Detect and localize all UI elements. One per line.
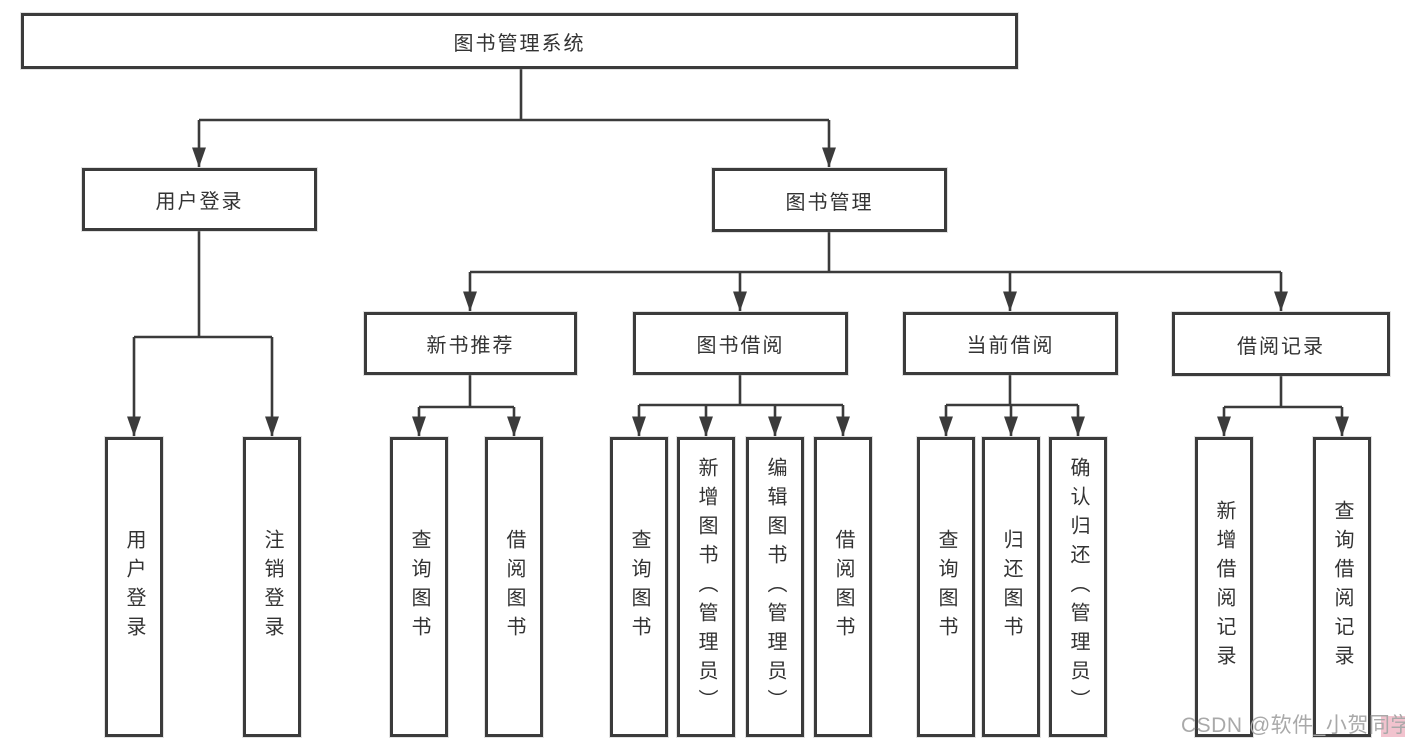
node-borrowing-records: 借阅记录 <box>1172 312 1390 376</box>
leaf-user-login: 用户登录 <box>105 437 163 737</box>
leaf-query-books-2: 查询图书 <box>610 437 668 737</box>
leaf-borrow-books-2: 借阅图书 <box>814 437 872 737</box>
leaf-edit-book-admin: 编辑图书（管理员） <box>746 437 804 737</box>
leaf-add-borrow-record: 新增借阅记录 <box>1195 437 1253 737</box>
watermark-accent <box>1381 716 1405 737</box>
watermark: CSDN @软件_小贺同学 <box>1181 711 1405 741</box>
leaf-confirm-return-admin: 确认归还（管理员） <box>1049 437 1107 737</box>
node-current-borrowing: 当前借阅 <box>903 312 1118 375</box>
node-book-borrowing: 图书借阅 <box>633 312 848 375</box>
node-book-management: 图书管理 <box>712 168 947 232</box>
leaf-borrow-books-1: 借阅图书 <box>485 437 543 737</box>
leaf-add-book-admin: 新增图书（管理员） <box>677 437 735 737</box>
node-library-management-system: 图书管理系统 <box>21 13 1018 69</box>
watermark-text: CSDN @软件_小贺同学 <box>1181 714 1405 737</box>
leaf-query-borrow-record: 查询借阅记录 <box>1313 437 1371 737</box>
leaf-logout: 注销登录 <box>243 437 301 737</box>
node-user-login: 用户登录 <box>82 168 317 231</box>
leaf-query-books-1: 查询图书 <box>390 437 448 737</box>
node-new-book-recommend: 新书推荐 <box>364 312 577 375</box>
leaf-return-books: 归还图书 <box>982 437 1040 737</box>
leaf-query-books-3: 查询图书 <box>917 437 975 737</box>
